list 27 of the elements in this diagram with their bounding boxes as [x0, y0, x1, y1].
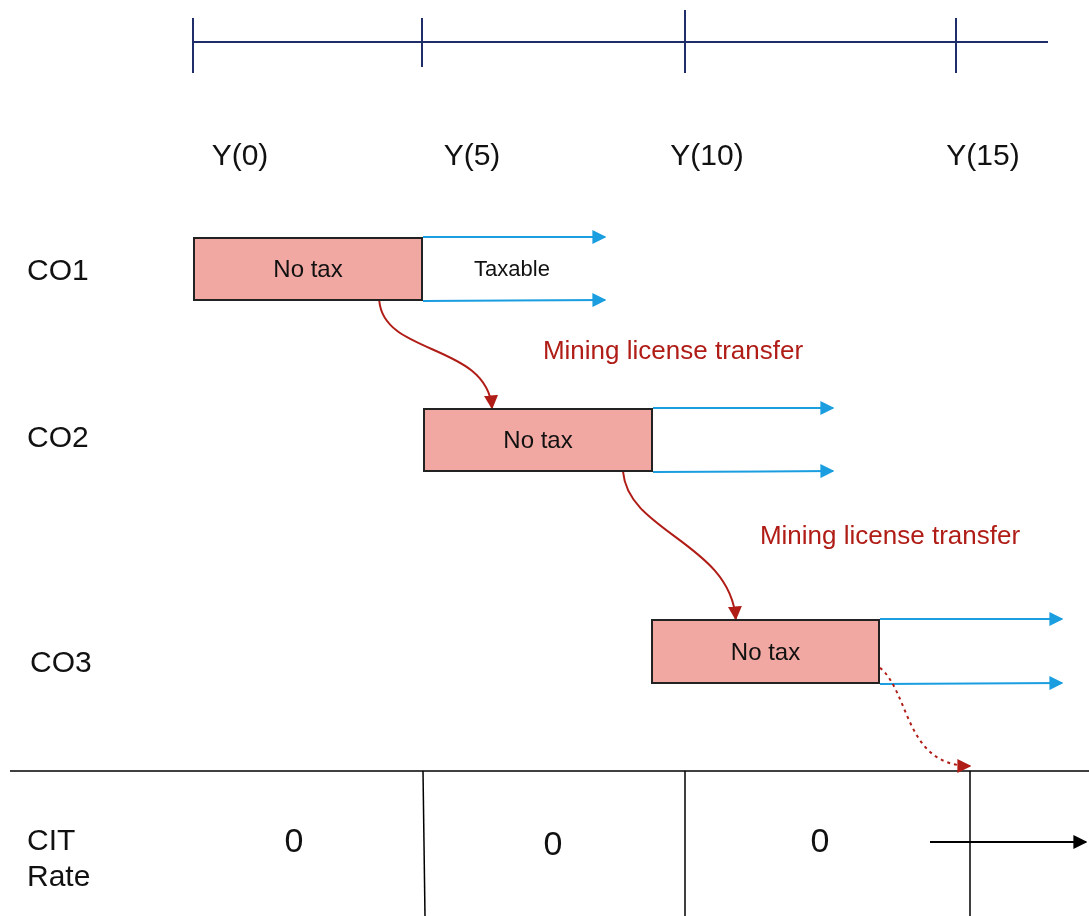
axis-label: CO3 [30, 645, 92, 679]
box-label: No tax [730, 637, 801, 666]
axis-label: Y(10) [670, 138, 744, 172]
box-label: No tax [273, 255, 343, 283]
axis-label: 0 [810, 820, 830, 860]
arrow [879, 676, 1064, 691]
axis-label: Y(0) [211, 138, 269, 172]
axis-label: CO1 [27, 253, 89, 287]
period-box [193, 237, 423, 301]
axis-label: 0 [543, 823, 563, 863]
axis-label: Y(15) [946, 138, 1020, 172]
box-label: No tax [503, 426, 573, 454]
arrow [879, 666, 972, 772]
axis-label: CO2 [27, 420, 89, 454]
period-box [651, 619, 880, 684]
arrow [422, 293, 607, 308]
arrow [879, 612, 1064, 626]
arrow [422, 230, 607, 244]
axis-label: CIT Rate [27, 822, 92, 894]
arrow [652, 401, 835, 415]
arrow [622, 471, 741, 621]
arrow [378, 300, 497, 410]
arrow [652, 464, 835, 479]
axis-label: 0 [284, 820, 304, 860]
axis-label: Y(5) [443, 138, 501, 172]
axis-label: Taxable [474, 256, 550, 282]
period-box [423, 408, 653, 472]
